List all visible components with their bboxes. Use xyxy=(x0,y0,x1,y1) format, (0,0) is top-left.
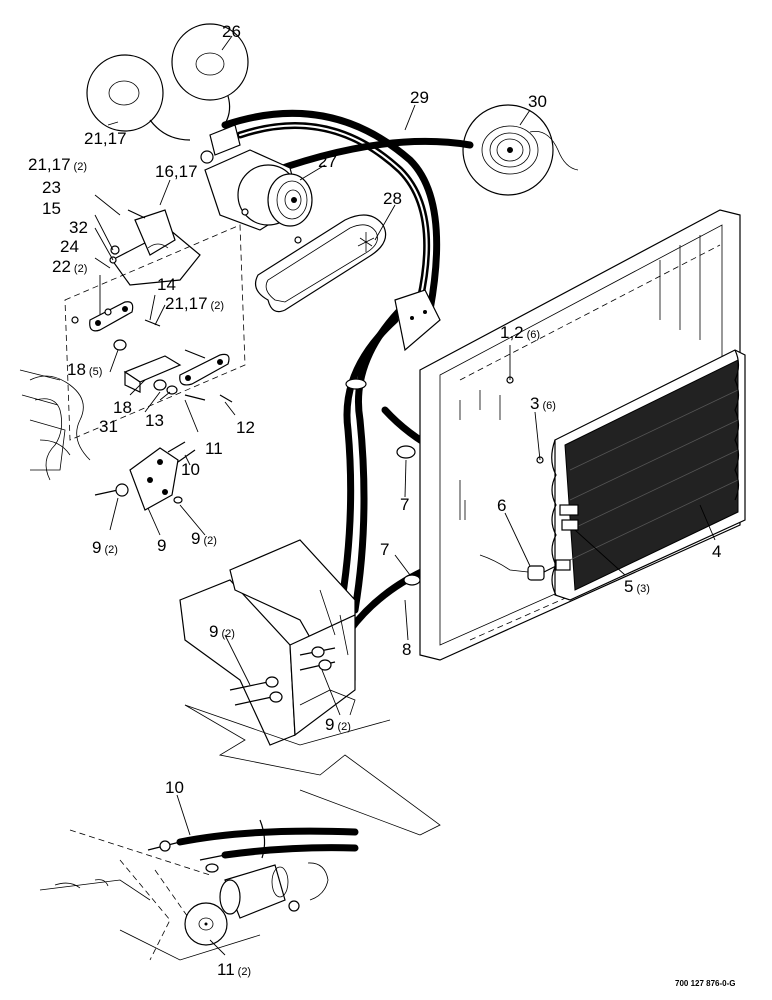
idler-bracket-12 xyxy=(129,447,179,511)
spacer-20 xyxy=(113,339,127,351)
callout-31: 31 xyxy=(99,417,118,436)
callout-24: 23 xyxy=(42,178,61,197)
callout-23: 24 xyxy=(60,237,79,256)
callout-12: 9 xyxy=(157,536,166,555)
engine-block-fragment xyxy=(19,369,91,481)
callout-18-5: 15 xyxy=(42,199,61,218)
callout-20: 18(5) xyxy=(67,360,102,379)
callout-14: 10 xyxy=(181,460,200,479)
callout-28: 28 xyxy=(383,189,402,208)
callout-8: 8 xyxy=(402,640,411,659)
condenser-core-4 xyxy=(551,349,746,601)
adjust-link-22 xyxy=(89,301,134,332)
leader-lines xyxy=(94,35,716,956)
nut-9-left xyxy=(94,483,129,497)
screw-13 xyxy=(173,496,183,504)
callout-22: 2322(2) xyxy=(52,257,87,276)
adjust-link-lower xyxy=(179,353,230,386)
detail-circle-o-ring-25 xyxy=(86,54,191,141)
bolts-small xyxy=(71,209,233,403)
callout-21-17-mid: 2221,17(2) xyxy=(165,294,224,313)
callout-4: 4 xyxy=(712,542,721,561)
callout-10: 1010 xyxy=(165,778,184,797)
callout-9-bulkhead-lower: 9(2) xyxy=(325,715,351,734)
fitting-5 xyxy=(555,504,579,571)
callout-32: 32 xyxy=(69,218,88,237)
detail-circle-o-ring-11 xyxy=(184,902,228,946)
callout-9-left: 9(2) xyxy=(92,538,118,557)
callout-29: 29 xyxy=(410,88,429,107)
callout-16-17: 12 xyxy=(236,418,255,437)
washers-31-18 xyxy=(153,379,178,395)
callout-9-bulkhead-upper: 99(2) xyxy=(209,622,235,641)
callout-18-4: 14 xyxy=(157,275,176,294)
compressor-mount-bracket-23 xyxy=(111,209,201,286)
compressor-27 xyxy=(200,124,313,244)
callout-5: 5(3) xyxy=(624,577,650,596)
fittings-9-bulkhead xyxy=(229,646,336,706)
callout-11: 11(2) xyxy=(217,960,251,979)
callout-1-2: 1,2(6) xyxy=(500,323,540,342)
callout-labels: 21,17 26 29 30 27 28 21,17(2) 16,17 23 1… xyxy=(28,22,736,988)
detail-circle-o-ring-26 xyxy=(171,23,249,123)
callout-15: 11 xyxy=(205,439,223,458)
hose-29 xyxy=(221,109,441,314)
grommet-7-lower xyxy=(403,574,421,586)
figure-number: 700 127 876-0-G xyxy=(675,979,736,988)
callout-26: 26 xyxy=(222,22,241,41)
routing-outline xyxy=(184,704,441,836)
mount-plate-rear xyxy=(64,224,246,441)
hose-bracket xyxy=(394,289,441,352)
pressure-switch-6 xyxy=(479,554,557,581)
callout-30: 30 xyxy=(528,92,547,111)
hose-10 xyxy=(176,819,359,859)
callout-3: 3(6) xyxy=(530,394,556,413)
callout-27: 27 xyxy=(318,152,337,171)
callout-18-top: 16,17 xyxy=(155,162,198,181)
callout-13: 9(2) xyxy=(191,529,217,548)
spacer-block-19 xyxy=(123,355,182,393)
hose-clamp xyxy=(345,378,367,390)
callout-19: 18 xyxy=(113,398,132,417)
callout-25: 21,17 xyxy=(84,129,127,148)
fitting-10-end xyxy=(147,840,226,873)
detail-circle-clutch-30 xyxy=(462,104,579,196)
bolt-14 xyxy=(167,441,196,463)
callout-18-mid: 13 xyxy=(145,411,164,430)
firewall-fragment xyxy=(39,829,261,961)
callout-21-17-top: 21,17(2) xyxy=(28,155,87,174)
callout-7-lower: 7 xyxy=(380,540,389,559)
callout-6: 6 xyxy=(497,496,506,515)
drive-belt-28 xyxy=(255,214,387,313)
callout-7-upper: 7 xyxy=(400,495,409,514)
grommet-7-upper xyxy=(396,445,416,459)
receiver-drier xyxy=(219,862,329,919)
